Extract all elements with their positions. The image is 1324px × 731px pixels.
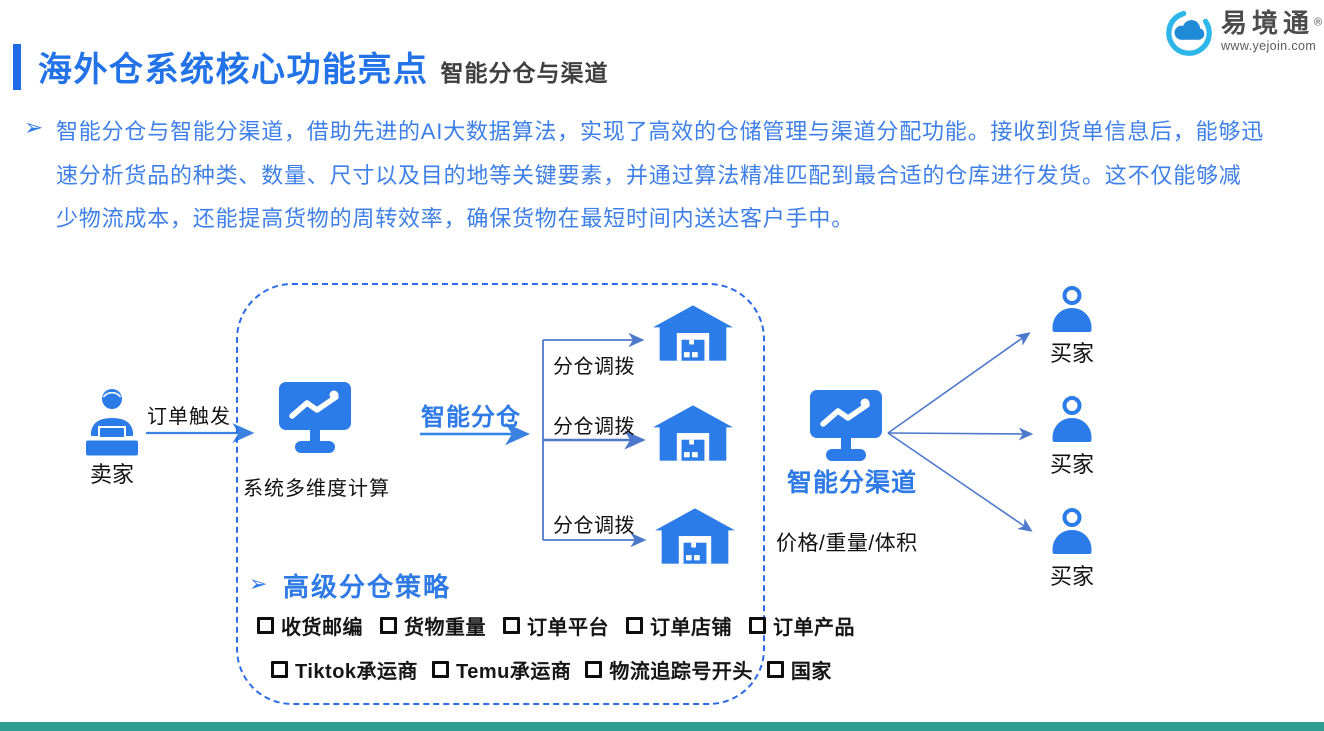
intro-paragraph: 智能分仓与智能分渠道，借助先进的AI大数据算法，实现了高效的仓储管理与渠道分配功… <box>56 110 1306 241</box>
intro-line: 少物流成本，还能提高货物的周转效率，确保货物在最短时间内送达客户手中。 <box>56 206 855 231</box>
strategy-option: 物流追踪号开头 <box>585 655 753 684</box>
strategy-option-label: 货物重量 <box>404 617 486 639</box>
page-subtitle: 智能分仓与渠道 <box>440 60 609 86</box>
checkbox-icon <box>749 617 766 634</box>
strategy-option: 收货邮编 <box>257 611 363 640</box>
channel-label: 智能分渠道 <box>787 469 918 497</box>
buyer-label: 买家 <box>1049 564 1094 589</box>
transfer-label: 分仓调拨 <box>553 356 635 378</box>
brand-name: 易境通 <box>1221 8 1315 38</box>
strategy-option: 订单平台 <box>503 611 609 640</box>
buyer-icon <box>1052 396 1092 442</box>
strategy-option-label: 收货邮编 <box>281 617 363 639</box>
checkbox-icon <box>432 661 450 678</box>
strategy-title: 高级分仓策略 <box>283 572 452 602</box>
strategy-option-label: Temu承运商 <box>456 661 572 683</box>
checkbox-icon <box>585 661 603 678</box>
strategy-row-1: 收货邮编 货物重量 订单平台 订单店铺 订单产品 <box>257 611 855 640</box>
system-monitor-icon <box>279 382 351 453</box>
allocation-dashed-box <box>236 283 765 705</box>
transfer-label: 分仓调拨 <box>553 515 635 537</box>
system-label: 系统多维度计算 <box>243 478 390 500</box>
checkbox-icon <box>380 617 397 634</box>
strategy-option: 订单店铺 <box>626 611 732 640</box>
checkbox-icon <box>626 617 643 634</box>
strategy-option-label: 订单平台 <box>527 617 609 639</box>
smart-split-label: 智能分仓 <box>421 404 521 431</box>
buyer-label: 买家 <box>1049 452 1094 477</box>
checkbox-icon <box>766 661 784 678</box>
buyer-icon <box>1052 508 1092 554</box>
brand-logo: 易境通® www.yejoin.com <box>1164 8 1322 58</box>
warehouse-icon <box>655 508 735 564</box>
strategy-option-label: Tiktok承运商 <box>295 661 419 683</box>
strategy-option-label: 国家 <box>790 661 832 683</box>
strategy-bullet-icon: ➢ <box>249 571 268 596</box>
strategy-row-2: Tiktok承运商 Temu承运商 物流追踪号开头 国家 <box>271 655 832 684</box>
warehouse-icon <box>653 305 733 361</box>
strategy-option-label: 物流追踪号开头 <box>609 661 753 683</box>
intro-line: 速分析货品的种类、数量、尺寸以及目的地等关键要素，并通过算法精准匹配到最合适的仓… <box>56 162 1242 188</box>
warehouse-icon <box>653 405 733 461</box>
page-title: 海外仓系统核心功能亮点 <box>38 51 429 89</box>
strategy-option: 国家 <box>766 655 832 684</box>
strategy-option: 订单产品 <box>749 611 855 640</box>
strategy-option: Temu承运商 <box>432 655 571 684</box>
criteria-label: 价格/重量/体积 <box>776 532 918 555</box>
checkbox-icon <box>503 617 520 634</box>
seller-label: 卖家 <box>89 462 134 487</box>
checkbox-icon <box>257 617 274 634</box>
intro-bullet-icon: ➢ <box>24 114 44 140</box>
checkbox-icon <box>271 661 288 678</box>
buyer-icon <box>1052 286 1092 332</box>
footer-accent-bar <box>0 722 1324 731</box>
brand-url: www.yejoin.com <box>1221 39 1317 53</box>
order-trigger-label: 订单触发 <box>147 406 231 428</box>
buyer-label: 买家 <box>1049 341 1094 366</box>
page-header: 海外仓系统核心功能亮点 智能分仓与渠道 <box>38 42 609 91</box>
channel-monitor-icon <box>810 390 882 461</box>
title-accent-bar <box>13 44 21 90</box>
brand-text: 易境通® www.yejoin.com <box>1221 8 1322 53</box>
intro-line: 智能分仓与智能分渠道，借助先进的AI大数据算法，实现了高效的仓储管理与渠道分配功… <box>56 119 1264 144</box>
seller-icon <box>86 389 138 456</box>
strategy-option: Tiktok承运商 <box>271 655 418 684</box>
registered-mark: ® <box>1314 16 1323 29</box>
transfer-label: 分仓调拨 <box>553 416 635 438</box>
cloud-logo-icon <box>1166 10 1212 56</box>
strategy-option-label: 订单店铺 <box>650 617 732 639</box>
strategy-option-label: 订单产品 <box>773 617 855 639</box>
strategy-option: 货物重量 <box>380 611 486 640</box>
